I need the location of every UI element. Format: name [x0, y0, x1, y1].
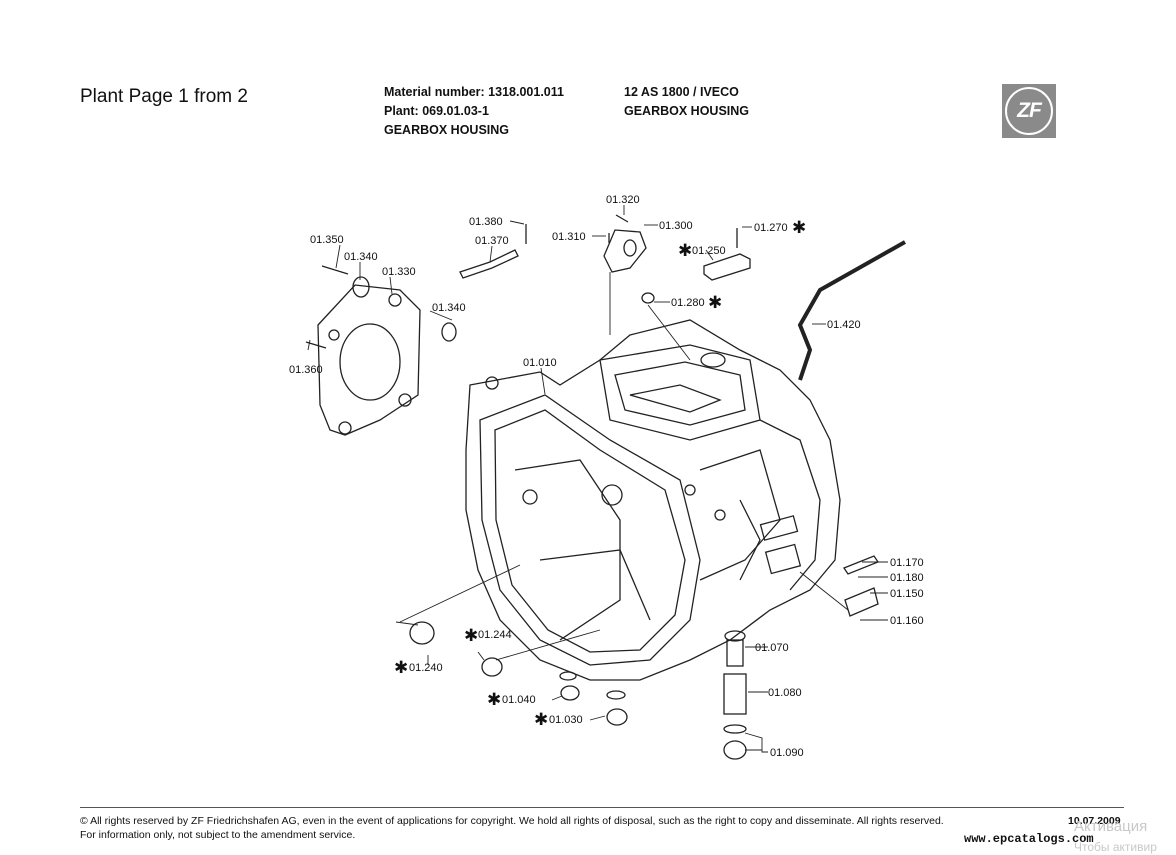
- part-label-01-300: 01.300: [659, 220, 693, 232]
- part-label-01-330: 01.330: [382, 266, 416, 278]
- zf-logo: ZF: [1002, 84, 1056, 138]
- part-label-01-070: 01.070: [755, 642, 789, 654]
- part-label-01-150: 01.150: [890, 588, 924, 600]
- part-label-01-310: 01.310: [552, 231, 586, 243]
- part-label-01-160: 01.160: [890, 615, 924, 627]
- activation-watermark-sub: Чтобы активир: [1074, 840, 1157, 854]
- footer-info: For information only, not subject to the…: [80, 829, 356, 841]
- exploded-view-drawing: 01.350 01.340 01.330 01.340 01.360 01.38…: [289, 194, 924, 760]
- star-01-280: ✱: [708, 293, 722, 313]
- part-label-01-010: 01.010: [523, 357, 557, 369]
- part-label-01-040: 01.040: [502, 694, 536, 706]
- plant-page-title: Plant Page 1 from 2: [80, 86, 248, 107]
- part-name-right: GEARBOX HOUSING: [624, 104, 750, 118]
- footer-copyright: © All rights reserved by ZF Friedrichsha…: [80, 815, 944, 827]
- part-label-01-270: 01.270: [754, 222, 788, 234]
- part-label-01-420: 01.420: [827, 319, 861, 331]
- part-label-01-350: 01.350: [310, 234, 344, 246]
- part-name-left: GEARBOX HOUSING: [384, 123, 510, 137]
- part-label-01-280: 01.280: [671, 297, 705, 309]
- part-label-01-370: 01.370: [475, 235, 509, 247]
- activation-watermark: Активация: [1074, 818, 1148, 835]
- part-label-01-180: 01.180: [890, 572, 924, 584]
- part-label-01-380: 01.380: [469, 216, 503, 228]
- star-01-030: ✱: [534, 710, 548, 730]
- part-label-01-340-a: 01.340: [344, 251, 378, 263]
- part-label-01-320: 01.320: [606, 194, 640, 206]
- bell-housing-rim: [479, 394, 701, 666]
- part-label-01-080: 01.080: [768, 687, 802, 699]
- part-label-01-240: 01.240: [409, 662, 443, 674]
- part-label-01-244: 01.244: [478, 629, 512, 641]
- model-name: 12 AS 1800 / IVECO: [624, 85, 739, 99]
- cover-plate: [317, 284, 421, 436]
- footer-date: 10.07.2009: [1068, 815, 1121, 827]
- part-label-01-250: 01.250: [692, 245, 726, 257]
- website-link[interactable]: www.epcatalogs.com: [964, 832, 1094, 846]
- part-label-01-360: 01.360: [289, 364, 323, 376]
- footer-divider: [80, 807, 1124, 808]
- plant-number: Plant: 069.01.03-1: [384, 104, 489, 118]
- zf-logo-text: ZF: [1005, 87, 1053, 135]
- material-header: Material number: 1318.001.011 Plant: 069…: [384, 83, 564, 140]
- star-01-240: ✱: [394, 658, 408, 678]
- part-label-01-340-b: 01.340: [432, 302, 466, 314]
- star-01-244: ✱: [464, 626, 478, 646]
- model-header: 12 AS 1800 / IVECO GEARBOX HOUSING: [624, 83, 749, 121]
- part-label-01-030: 01.030: [549, 714, 583, 726]
- housing-outline: [465, 319, 841, 681]
- part-label-01-090: 01.090: [770, 747, 804, 759]
- star-01-250: ✱: [678, 241, 692, 261]
- star-01-270: ✱: [792, 218, 806, 238]
- material-number: Material number: 1318.001.011: [384, 85, 564, 99]
- star-01-040: ✱: [487, 690, 501, 710]
- part-label-01-170: 01.170: [890, 557, 924, 569]
